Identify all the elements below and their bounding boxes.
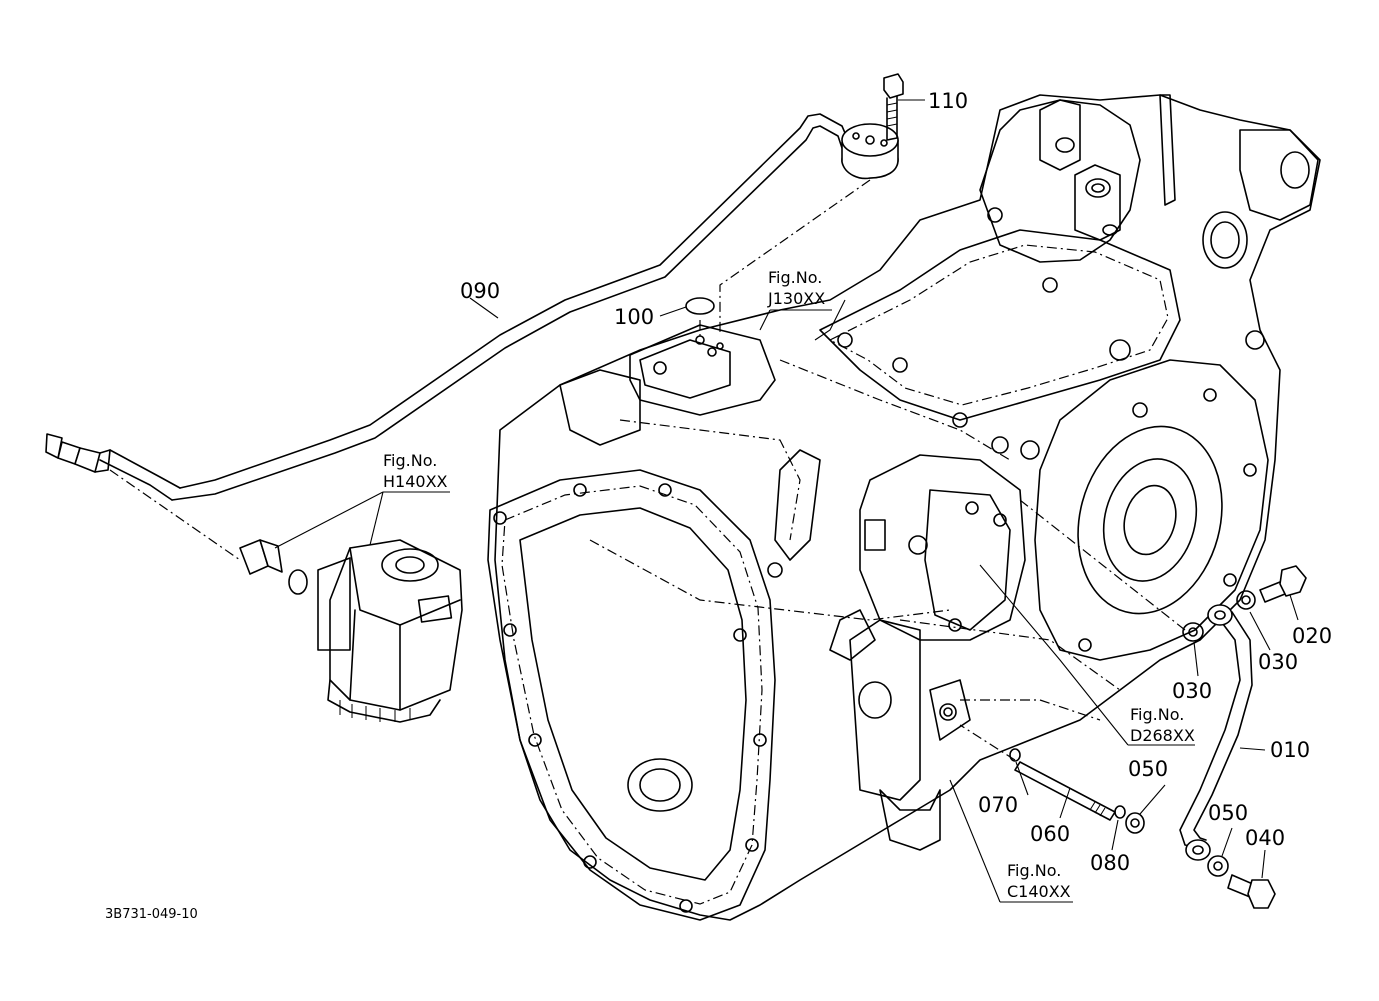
label-060: 060 (1030, 822, 1070, 846)
label-040: 040 (1245, 826, 1285, 850)
o-ring-100 (685, 297, 715, 315)
label-070: 070 (978, 793, 1018, 817)
label-110: 110 (928, 89, 968, 113)
fig-ref-d268-line2: D268XX (1130, 726, 1195, 745)
figure-references: Fig.No. J130XX Fig.No. H140XX Fig.No. D2… (383, 268, 1195, 901)
label-010: 010 (1270, 738, 1310, 762)
label-050-lower: 050 (1208, 801, 1248, 825)
fig-ref-j130-line2: J130XX (767, 289, 825, 308)
part-labels: 110 090 100 020 030 030 010 050 050 040 … (460, 89, 1332, 875)
transmission-housing (487, 94, 1321, 921)
bolt-110 (883, 73, 904, 141)
label-080: 080 (1090, 851, 1130, 875)
fig-ref-j130-line1: Fig.No. (768, 268, 822, 287)
label-020: 020 (1292, 624, 1332, 648)
leader-lines (109, 99, 1299, 903)
label-090: 090 (460, 279, 500, 303)
pipe-010-assembly (1009, 565, 1307, 909)
fig-ref-c140-line2: C140XX (1007, 882, 1071, 901)
fig-ref-h140-line2: H140XX (383, 472, 448, 491)
label-100: 100 (614, 305, 654, 329)
label-030-right: 030 (1258, 650, 1298, 674)
diagram-code: 3B731-049-10 (105, 907, 198, 922)
fig-ref-d268-line1: Fig.No. (1130, 705, 1184, 724)
hydraulic-pump (239, 539, 463, 723)
label-050-upper: 050 (1128, 757, 1168, 781)
fig-ref-c140-line1: Fig.No. (1007, 861, 1061, 880)
fig-ref-h140-line1: Fig.No. (383, 451, 437, 470)
label-030-left: 030 (1172, 679, 1212, 703)
pipe-090 (45, 113, 899, 501)
